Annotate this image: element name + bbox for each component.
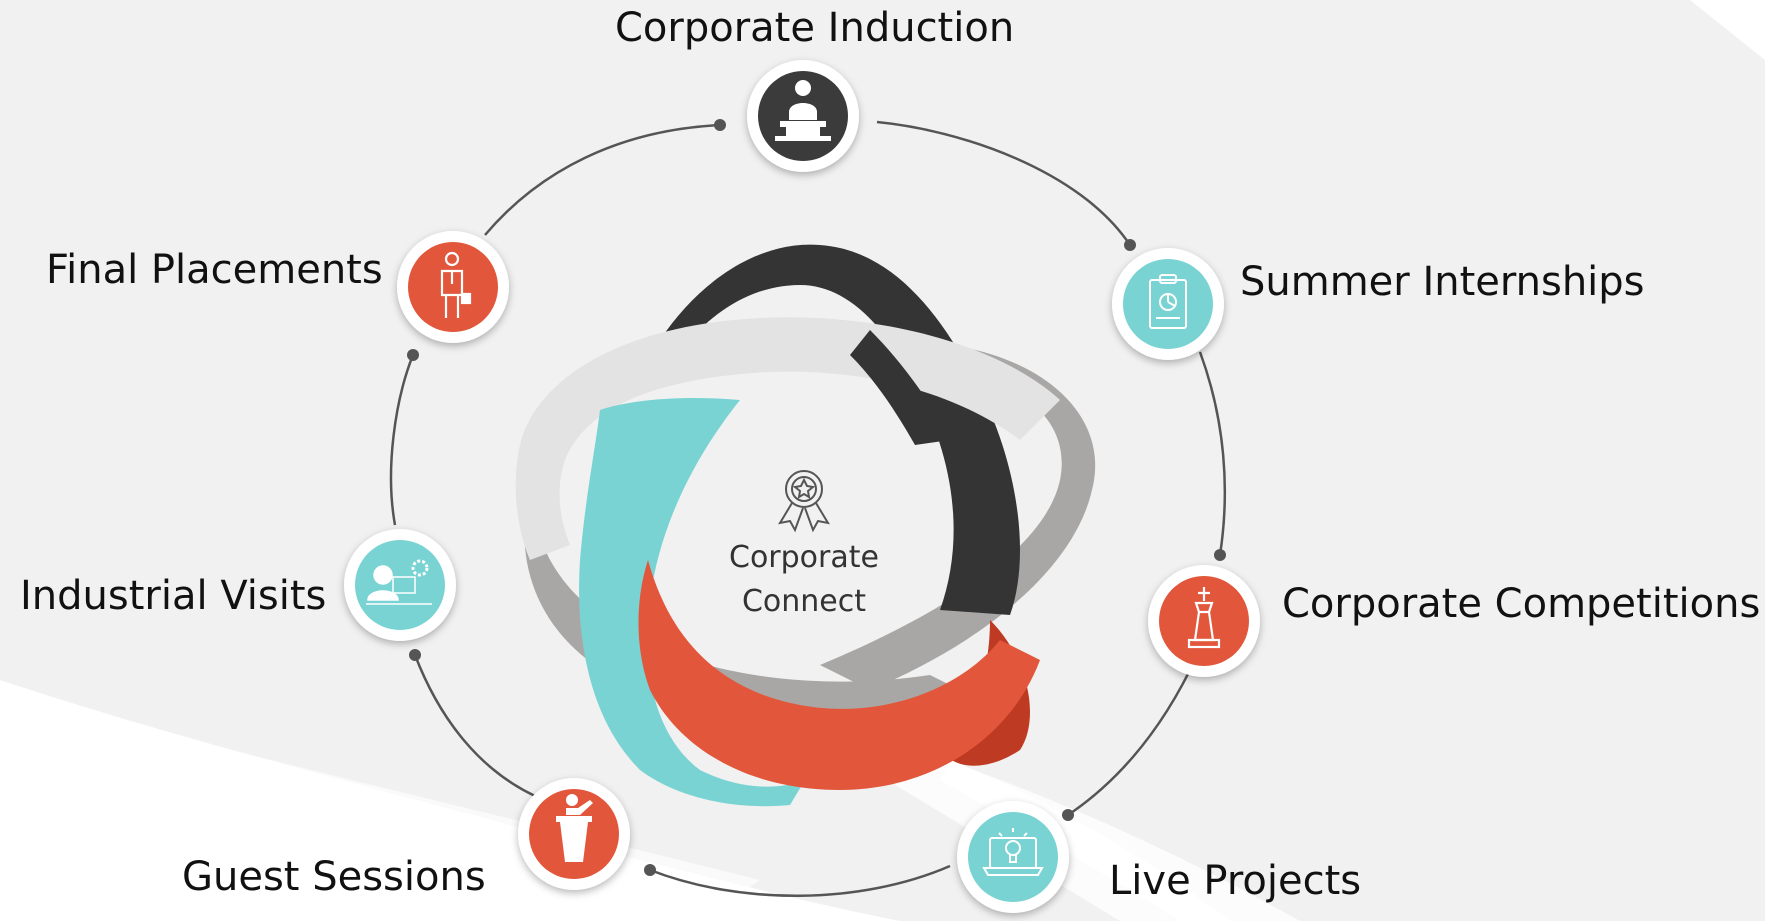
- connector-dot: [409, 649, 421, 661]
- connector-arc: [484, 123, 721, 236]
- label-corporate-competitions: Corporate Competitions: [1282, 581, 1761, 627]
- node-live-projects[interactable]: [957, 801, 1069, 913]
- connector-arc: [413, 654, 536, 798]
- connector-arc: [1067, 669, 1192, 817]
- connector-arc: [649, 864, 951, 897]
- connector-dots: [407, 119, 1226, 876]
- ribbon-mid-grey: [820, 345, 1096, 690]
- award-ribbon-star-icon: [777, 470, 831, 533]
- center-title: Corporate Connect: [674, 536, 934, 623]
- central-ribbon-knot: [515, 244, 1096, 807]
- clipboard-chart-icon: [1149, 274, 1187, 329]
- worker-gear-icon: [366, 559, 432, 605]
- label-industrial-visits: Industrial Visits: [20, 573, 327, 619]
- connector-dot: [1062, 809, 1074, 821]
- node-summer-internships[interactable]: [1112, 248, 1224, 360]
- center-title-line-1: Corporate: [729, 540, 879, 575]
- node-industrial-visits[interactable]: [344, 529, 456, 641]
- node-final-placements[interactable]: [397, 231, 509, 343]
- connector-dot: [407, 349, 419, 361]
- cycle-connectors: [389, 120, 1227, 897]
- connector-dot: [1124, 239, 1136, 251]
- connector-arc: [1198, 351, 1227, 556]
- ribbon-dark-overlap: [850, 330, 950, 445]
- label-corporate-induction: Corporate Induction: [615, 5, 1015, 51]
- ribbon-light-grey: [515, 317, 1060, 560]
- connector-arc: [876, 120, 1132, 246]
- ribbon-orange: [638, 560, 1040, 790]
- label-live-projects: Live Projects: [1109, 858, 1362, 904]
- label-final-placements: Final Placements: [46, 247, 383, 293]
- node-corporate-competitions[interactable]: [1148, 565, 1260, 677]
- connector-dot: [714, 119, 726, 131]
- businessman-icon: [440, 251, 472, 318]
- speaker-lectern-icon: [556, 794, 593, 862]
- label-summer-internships: Summer Internships: [1240, 259, 1645, 305]
- ribbon-teal: [579, 398, 805, 807]
- center-title-line-2: Connect: [741, 583, 867, 619]
- presenter-podium-icon: [775, 80, 831, 141]
- laptop-lightbulb-icon: [982, 828, 1044, 876]
- chess-king-icon: [1187, 587, 1221, 649]
- connector-arc: [389, 354, 415, 526]
- label-guest-sessions: Guest Sessions: [182, 854, 486, 900]
- connector-dot: [644, 864, 656, 876]
- connector-dot: [1214, 549, 1226, 561]
